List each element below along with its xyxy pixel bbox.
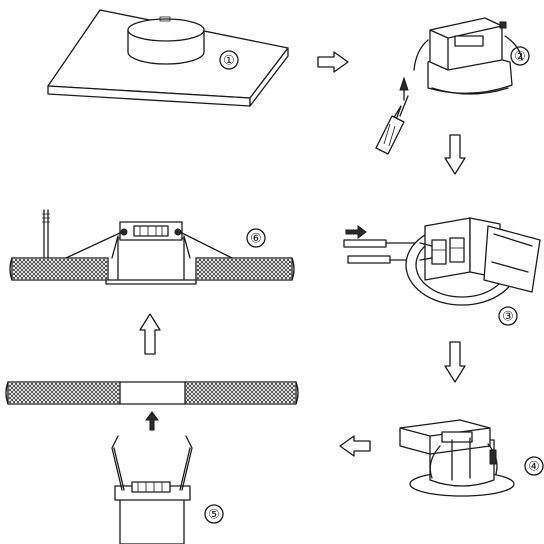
step-5-number-badge: ⑤ bbox=[204, 504, 224, 524]
step-2-number-badge: ② bbox=[510, 46, 530, 66]
step-6-number-badge: ⑥ bbox=[246, 228, 266, 248]
step-4-number-badge: ④ bbox=[524, 456, 544, 476]
svg-text:②: ② bbox=[514, 50, 526, 65]
step-5-spring-clips-insert-icon: ⑤ bbox=[5, 381, 299, 544]
arrow-down-icon bbox=[444, 134, 466, 175]
step-6-installed-downlight-icon: ⑥ bbox=[9, 209, 295, 285]
step-3-wiring-terminal-icon: ③ bbox=[343, 217, 541, 326]
svg-text:⑤: ⑤ bbox=[208, 508, 220, 523]
arrow-up-icon bbox=[139, 313, 161, 355]
arrow-right-icon bbox=[317, 51, 349, 73]
step-4-closed-junction-box-icon: ④ bbox=[399, 419, 544, 497]
svg-text:①: ① bbox=[223, 54, 235, 69]
arrow-left-icon bbox=[339, 435, 371, 457]
svg-text:⑥: ⑥ bbox=[250, 232, 262, 247]
svg-text:③: ③ bbox=[502, 310, 514, 325]
svg-text:④: ④ bbox=[528, 460, 540, 475]
step-2-junction-box-screwdriver-icon: ② bbox=[375, 17, 530, 155]
step-1-number-badge: ① bbox=[219, 50, 239, 70]
step-1-ceiling-cutout-icon: ① bbox=[47, 9, 289, 107]
arrow-down-icon bbox=[444, 341, 466, 383]
step-3-number-badge: ③ bbox=[498, 306, 518, 326]
